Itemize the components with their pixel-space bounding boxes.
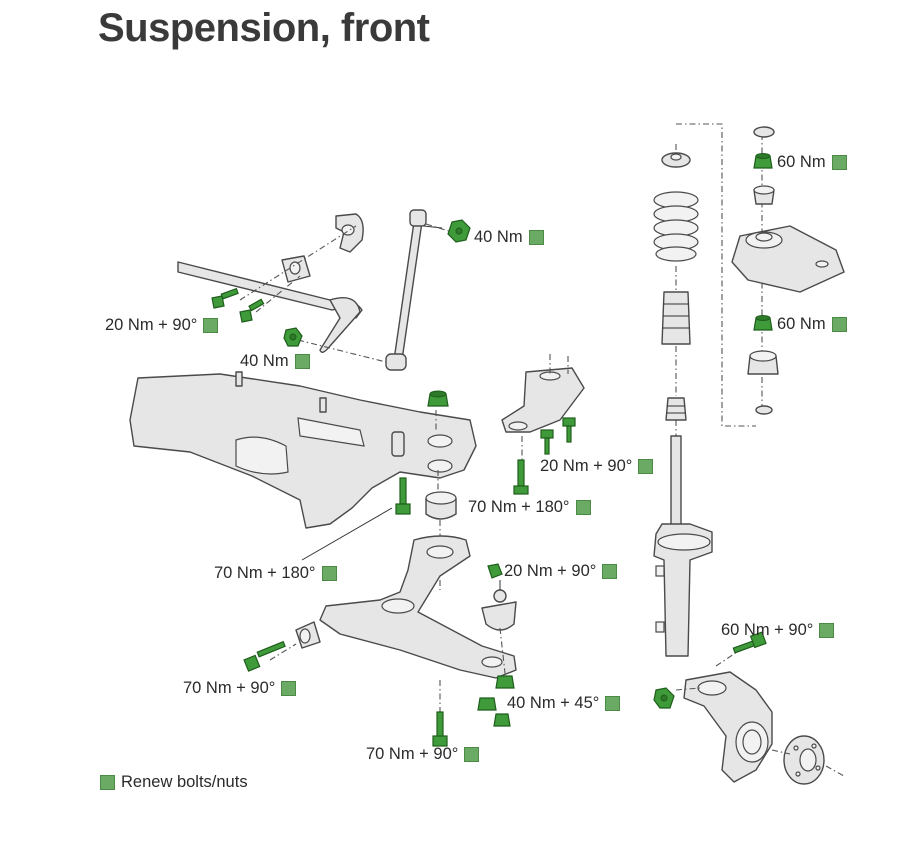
fastener-bolt-wishbone-rear [432,711,448,747]
top-mount-bush [747,350,779,375]
strut-top-mount [731,225,845,293]
fastener-nut-housing [653,687,675,709]
renew-marker [464,747,480,762]
fastener-nut-coupling-rod [447,219,471,243]
renew-marker [602,564,618,579]
legend-swatch [100,775,115,790]
subframe [129,371,477,529]
renew-marker [294,354,310,369]
fastener-nut-subframe-top [427,390,449,407]
fastener-bolts-bracket [540,417,576,455]
top-mount-bearing [753,185,775,205]
fastener-bolt-bracket-2 [239,298,265,323]
torque-label-subframe-bolt-right: 70 Nm + 180° [468,498,591,517]
torque-label-stabilizer-nut: 40 Nm [240,352,310,371]
fastener-nut-ball-joint [487,563,503,579]
fastener-nut-top-1 [753,153,773,169]
fastener-bolt-wishbone-front [243,640,286,672]
wishbone [295,535,517,679]
renew-marker [831,317,847,332]
legend-text: Renew bolts/nuts [121,773,248,791]
top-mount-washer [753,126,775,138]
renew-marker [321,566,337,581]
stabilizer-bush [281,255,311,283]
top-mount-cup [755,405,773,415]
rubber-mount [425,491,457,520]
torque-label-wishbone-rear-bolt: 70 Nm + 90° [366,745,480,764]
torque-label-bracket-bolts: 20 Nm + 90° [105,316,219,335]
bump-stop [665,397,687,421]
fastener-nut-stabilizer [283,327,303,347]
page-title: Suspension, front [98,6,430,50]
renew-marker [575,500,591,515]
fastener-nut-top-2 [753,315,773,331]
torque-label-housing-bolt: 60 Nm + 90° [721,621,835,640]
fastener-bolt-subframe-1 [513,459,529,495]
torque-label-wishbone-front-bolt: 70 Nm + 90° [183,679,297,698]
stabilizer-bar [177,261,363,353]
renew-marker [203,318,219,333]
shock-absorber [653,435,713,657]
renew-marker [528,230,544,245]
renew-marker [605,696,621,711]
renew-marker [638,459,654,474]
fastener-bolt-subframe-2 [395,477,411,515]
fastener-bolt-bracket-1 [211,287,239,309]
protective-sleeve [661,291,691,345]
wheel-hub [783,735,825,785]
torque-label-ball-joint-nut: 20 Nm + 90° [504,562,618,581]
renew-marker [281,681,297,696]
ball-joint [481,580,517,631]
coupling-rod [385,209,443,371]
renew-marker [831,155,847,170]
spring-seat [661,152,691,168]
torque-label-top-nut-2: 60 Nm [777,315,847,334]
torque-label-coupling-rod-nut: 40 Nm [474,228,544,247]
torque-label-wishbone-rear-nuts: 40 Nm + 45° [507,694,621,713]
legend: Renew bolts/nuts [100,773,248,792]
fastener-bolt-housing [732,631,767,654]
torque-label-bracket-bolts-mid: 20 Nm + 90° [540,457,654,476]
fastener-nuts-wishbone-rear [477,675,515,727]
torque-label-subframe-bolt-left: 70 Nm + 180° [214,564,337,583]
coil-spring [653,191,699,262]
wheel-bearing-housing [683,671,773,783]
torque-label-top-nut-1: 60 Nm [777,153,847,172]
renew-marker [819,623,835,638]
stabilizer-bracket [335,213,364,253]
